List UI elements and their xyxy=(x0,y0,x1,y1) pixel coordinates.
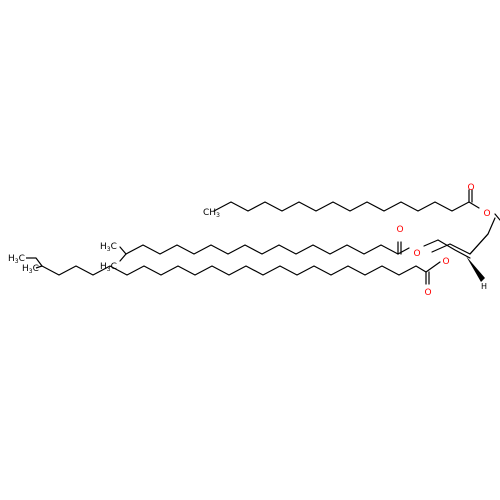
oxygen-ester2-link: O xyxy=(413,249,420,259)
bond-c2-olink xyxy=(397,247,410,255)
bond-glycerol-right xyxy=(469,233,489,255)
bond-layer xyxy=(35,189,500,285)
oxygen-ester1-link: O xyxy=(483,209,490,219)
methyl-chain3-a: H3C xyxy=(8,254,25,265)
methyl-labels: CH3 H3C H3C H3C H3C xyxy=(8,208,220,275)
oxygen-ester3-link: O xyxy=(442,257,449,267)
methyl-chain3-b: H3C xyxy=(22,264,39,275)
bond-chain3-branch xyxy=(35,257,43,267)
oxygen-ester2-carbonyl: O xyxy=(396,225,403,235)
fatty-acid-chain-1 xyxy=(213,201,470,212)
glycerol-ch2-mid xyxy=(437,239,471,259)
methyl-chain2-a: H3C xyxy=(100,242,117,253)
bond-c3-olink xyxy=(425,261,441,273)
hydrogen-stereo: H xyxy=(481,282,487,291)
stereo-wedge xyxy=(466,256,485,282)
bond-c1-olink xyxy=(468,201,480,209)
fatty-acid-chain-2 xyxy=(125,244,399,255)
bond-olink2-ch2 xyxy=(423,239,439,247)
bond-chain3-methyl-b xyxy=(35,265,43,269)
bond-olink-ch2-top xyxy=(494,213,500,221)
oxygen-ester1-carbonyl: O xyxy=(467,183,474,193)
methyl-chain1: CH3 xyxy=(203,208,220,219)
atom-labels: O O O O O O H xyxy=(396,183,490,298)
bond-chain2-branch xyxy=(119,246,127,255)
oxygen-ester3-carbonyl: O xyxy=(424,288,431,298)
fatty-acid-chain-3 xyxy=(41,265,427,276)
methyl-chain2-b: H3C xyxy=(100,262,117,273)
bond-chain2-branch-b xyxy=(119,253,127,262)
